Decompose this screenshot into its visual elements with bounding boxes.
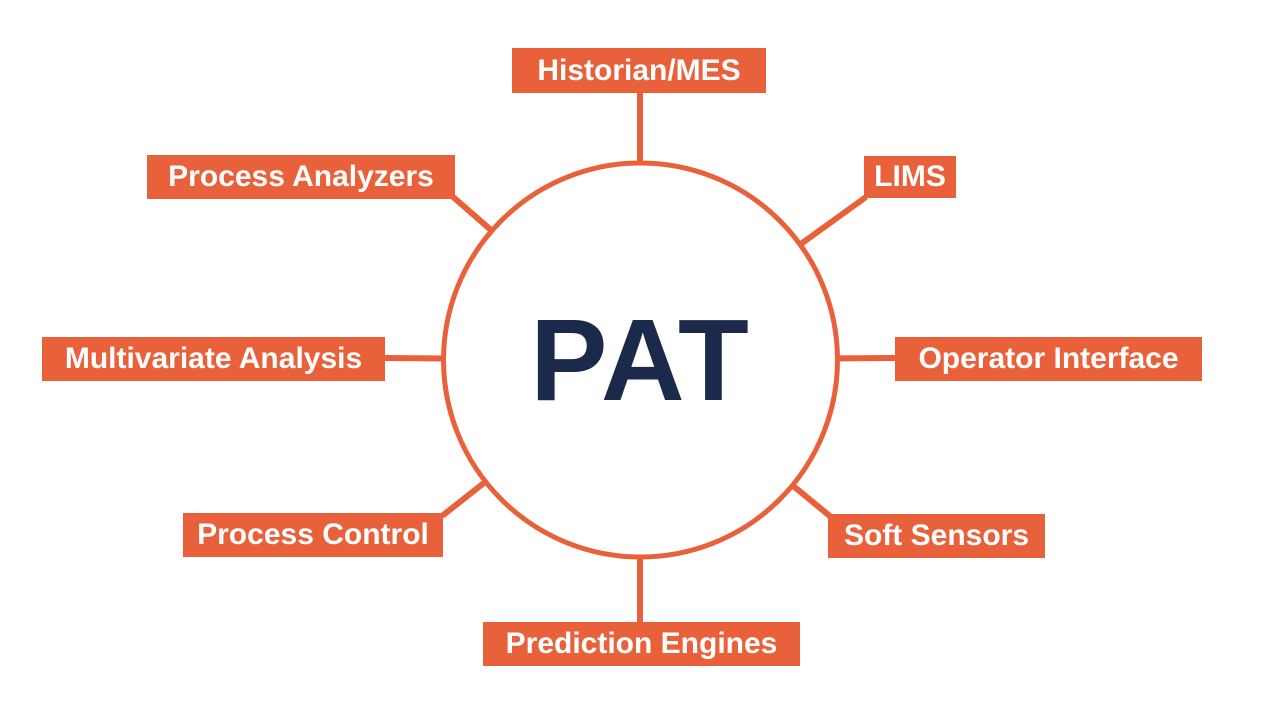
node-lims: LIMS bbox=[864, 156, 956, 198]
node-prediction-engines: Prediction Engines bbox=[483, 622, 800, 666]
node-label: LIMS bbox=[874, 160, 946, 193]
node-soft-sensors: Soft Sensors bbox=[828, 514, 1045, 558]
hub-circle bbox=[441, 160, 840, 560]
node-label: Process Analyzers bbox=[168, 160, 434, 193]
node-label: Operator Interface bbox=[918, 342, 1179, 375]
node-historian-mes: Historian/MES bbox=[512, 48, 766, 93]
hub-center-label: PAT bbox=[530, 295, 751, 425]
node-multivariate-analysis: Multivariate Analysis bbox=[42, 337, 385, 381]
node-label: Historian/MES bbox=[537, 53, 741, 87]
node-process-analyzers: Process Analyzers bbox=[147, 155, 455, 199]
node-label: Soft Sensors bbox=[843, 519, 1030, 552]
node-label: Prediction Engines bbox=[505, 627, 778, 660]
node-operator-interface: Operator Interface bbox=[895, 337, 1202, 381]
node-label: Multivariate Analysis bbox=[64, 342, 363, 375]
node-label: Process Control bbox=[197, 518, 429, 551]
node-process-control: Process Control bbox=[183, 513, 443, 557]
